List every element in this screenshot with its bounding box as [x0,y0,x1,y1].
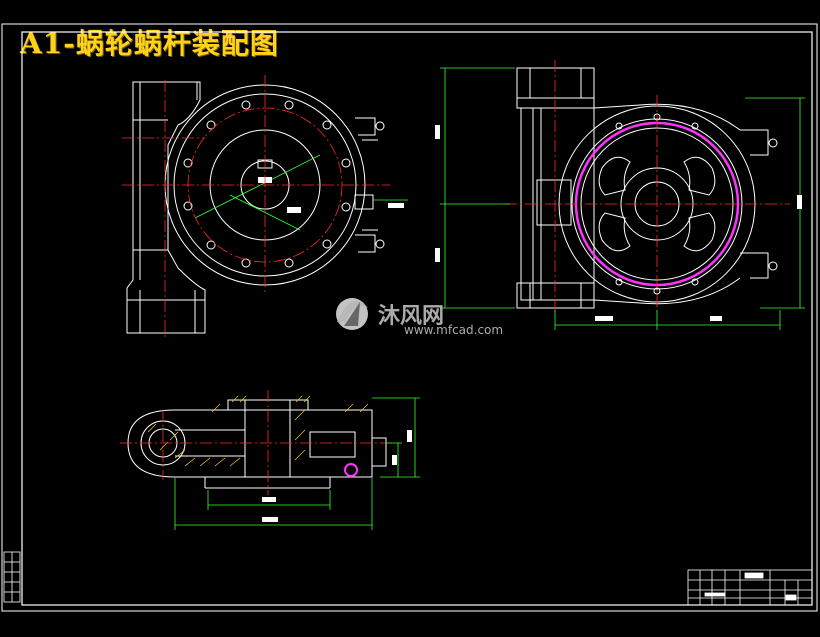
worm-gear-front-view [126,81,408,334]
side-view-center-lines [505,60,790,320]
section-dimensions [174,397,420,530]
front-view-center-lines [122,75,390,340]
title-block [687,569,813,606]
side-view-dimension-values [435,125,802,321]
bolt-hole-circle [183,100,351,268]
watermark-logo-icon [336,298,368,330]
worm-gear-side-view [516,67,778,309]
watermark-url: www.mfcad.com [404,323,504,337]
inner-border [21,31,813,606]
side-info-strip [3,551,21,603]
watermark-brand: 沐风网 [378,304,445,329]
outer-border [1,23,818,612]
section-dimension-values [262,430,412,522]
section-center-lines [120,390,395,495]
seal-ring [344,463,358,477]
side-view-dimensions [440,67,805,330]
